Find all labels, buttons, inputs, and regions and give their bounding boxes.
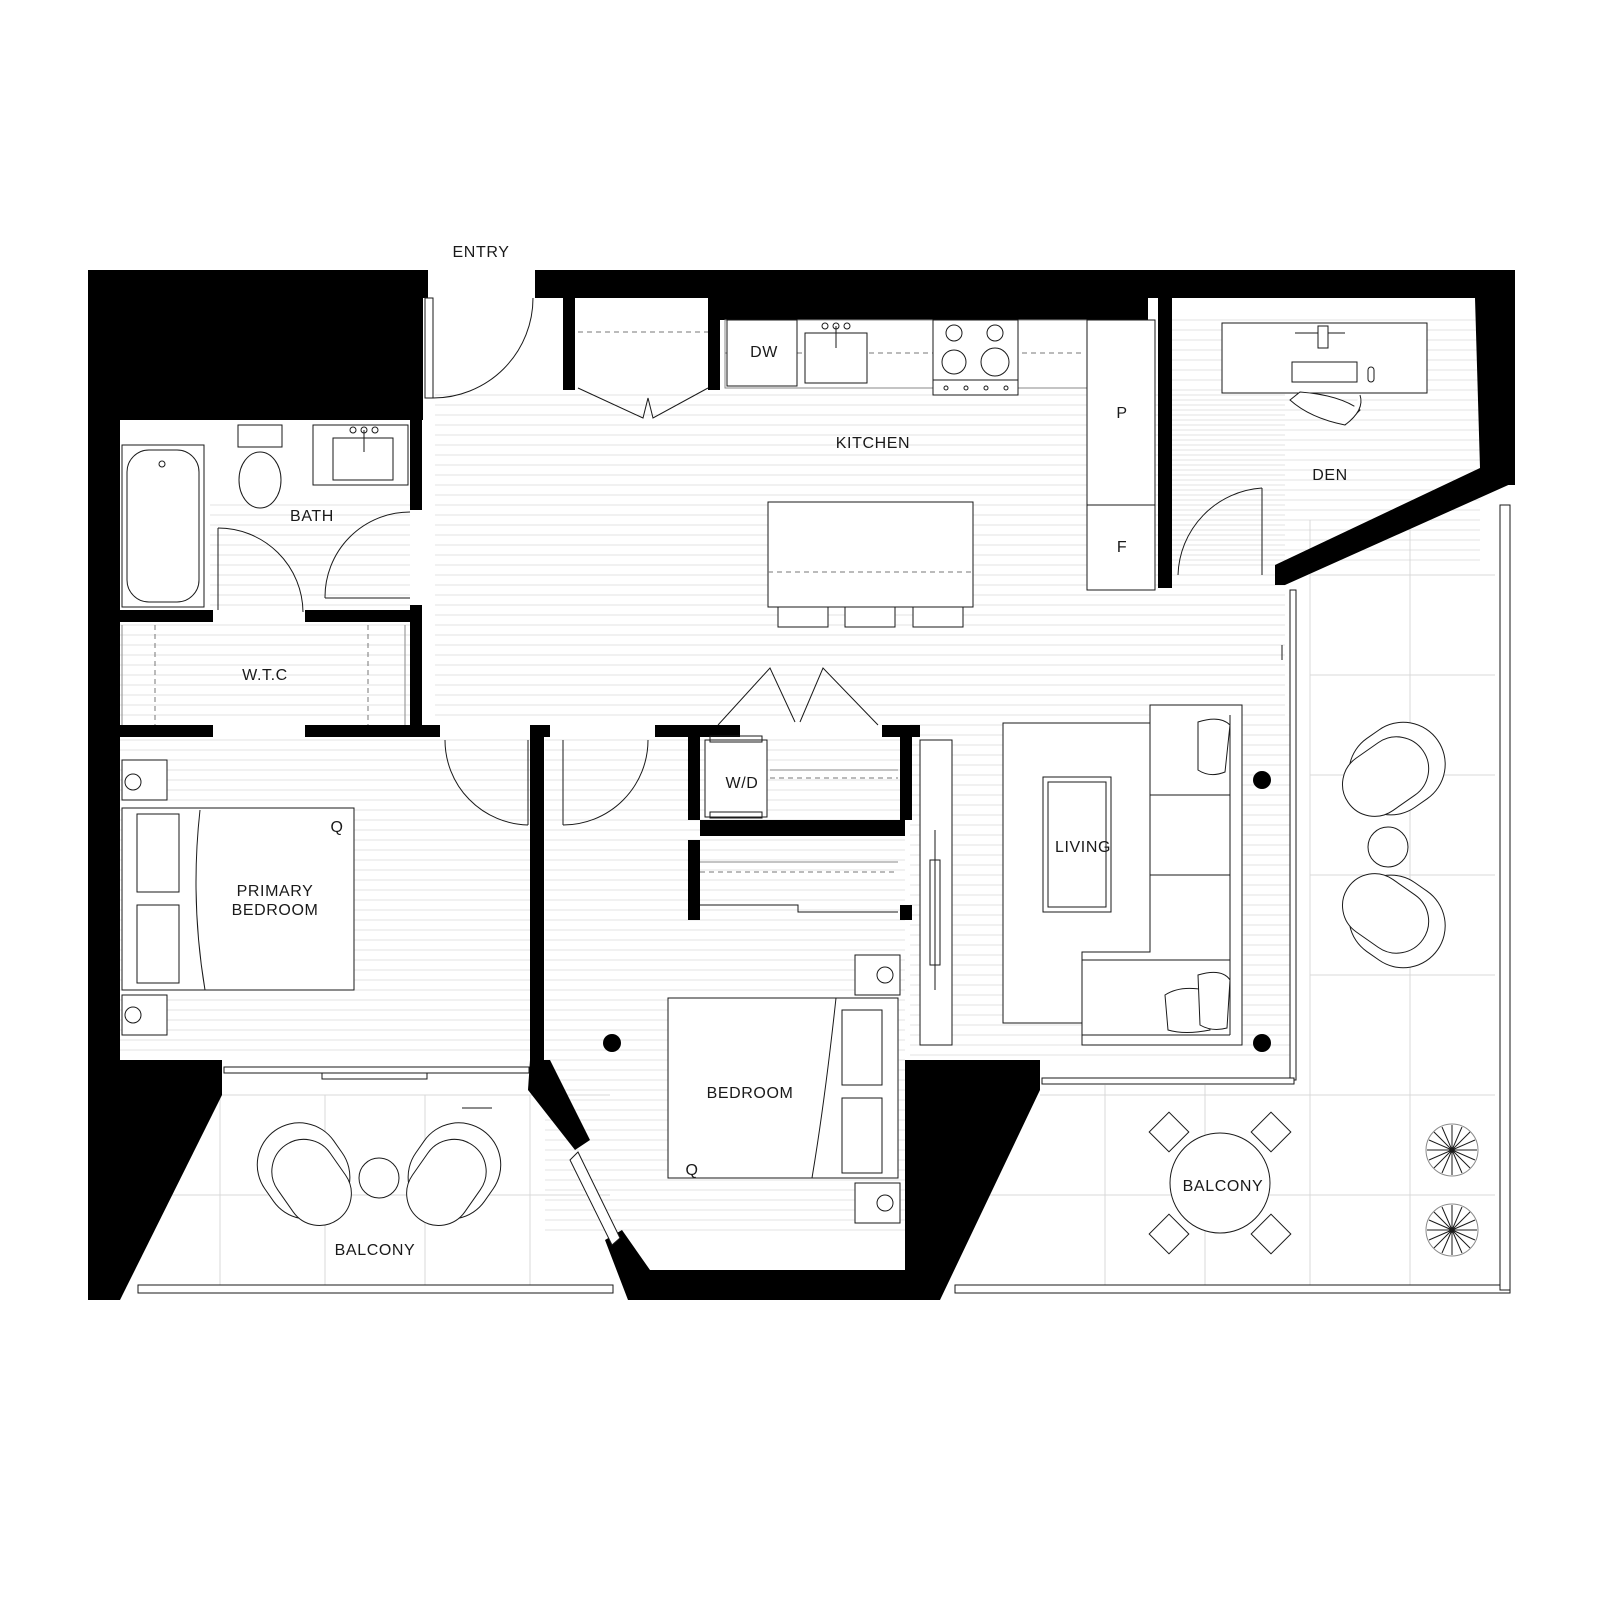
dishwasher: [726, 319, 798, 387]
bathtub: [121, 444, 205, 608]
plant-icon: [1425, 1203, 1479, 1257]
label-wtc: W.T.C: [242, 667, 288, 684]
label-pantry: P: [1116, 405, 1127, 422]
label-fridge: F: [1117, 539, 1127, 556]
label-balcony-east: BALCONY: [1183, 1178, 1264, 1195]
label-primary-bedroom-2: BEDROOM: [232, 902, 319, 919]
cooktop: [932, 319, 1019, 396]
doors: [217, 297, 1263, 826]
laundry-fixtures: [700, 735, 898, 913]
kitchen-fixtures: [578, 319, 1156, 628]
side-table: [1367, 826, 1409, 868]
dining-table: [1169, 1132, 1271, 1234]
sliding-doors: [137, 504, 1511, 1294]
media-console: [919, 739, 953, 1046]
label-kitchen: KITCHEN: [836, 435, 910, 452]
coffee-table: [1042, 776, 1112, 913]
label-bath: BATH: [290, 508, 334, 525]
walk-through-closet: [121, 625, 406, 725]
fridge: [1086, 504, 1156, 591]
label-entry: ENTRY: [453, 244, 510, 261]
label-bedroom: BEDROOM: [707, 1085, 794, 1102]
room-labels: ENTRY KITCHEN DEN BATH W.T.C PRIMARY BED…: [232, 244, 1348, 1259]
label-primary-bedroom-1: PRIMARY: [237, 883, 314, 900]
pantry: [1086, 319, 1156, 506]
toilet-tank: [237, 424, 283, 448]
label-dw: DW: [750, 344, 778, 361]
column: [603, 1034, 621, 1052]
label-living: LIVING: [1055, 839, 1111, 856]
bath-fixtures: [121, 424, 409, 608]
column: [1253, 1034, 1271, 1052]
kitchen-island: [767, 501, 974, 608]
label-queen-second: Q: [685, 1162, 698, 1179]
plant-icon: [1425, 1123, 1479, 1177]
label-den: DEN: [1312, 467, 1348, 484]
washer-dryer: [704, 739, 768, 818]
second-bedroom-furniture: [603, 954, 901, 1224]
primary-bedroom-furniture: [121, 759, 355, 1036]
nightstand: [121, 759, 168, 801]
living-furniture: [919, 704, 1271, 1052]
bath-vanity: [312, 424, 409, 486]
nightstand: [121, 994, 168, 1036]
toilet-bowl: [238, 451, 282, 509]
label-wd: W/D: [726, 775, 759, 792]
label-queen-primary: Q: [330, 819, 343, 836]
fixture-labels: DW P F W/D Q Q: [330, 344, 1127, 1179]
walls: [88, 270, 1515, 1300]
side-table: [358, 1157, 400, 1199]
label-balcony-west: BALCONY: [335, 1242, 416, 1259]
desk-chair: [1289, 391, 1361, 426]
column: [1253, 771, 1271, 789]
balcony-furniture: [256, 721, 1479, 1257]
den-fixtures: [1221, 322, 1428, 426]
